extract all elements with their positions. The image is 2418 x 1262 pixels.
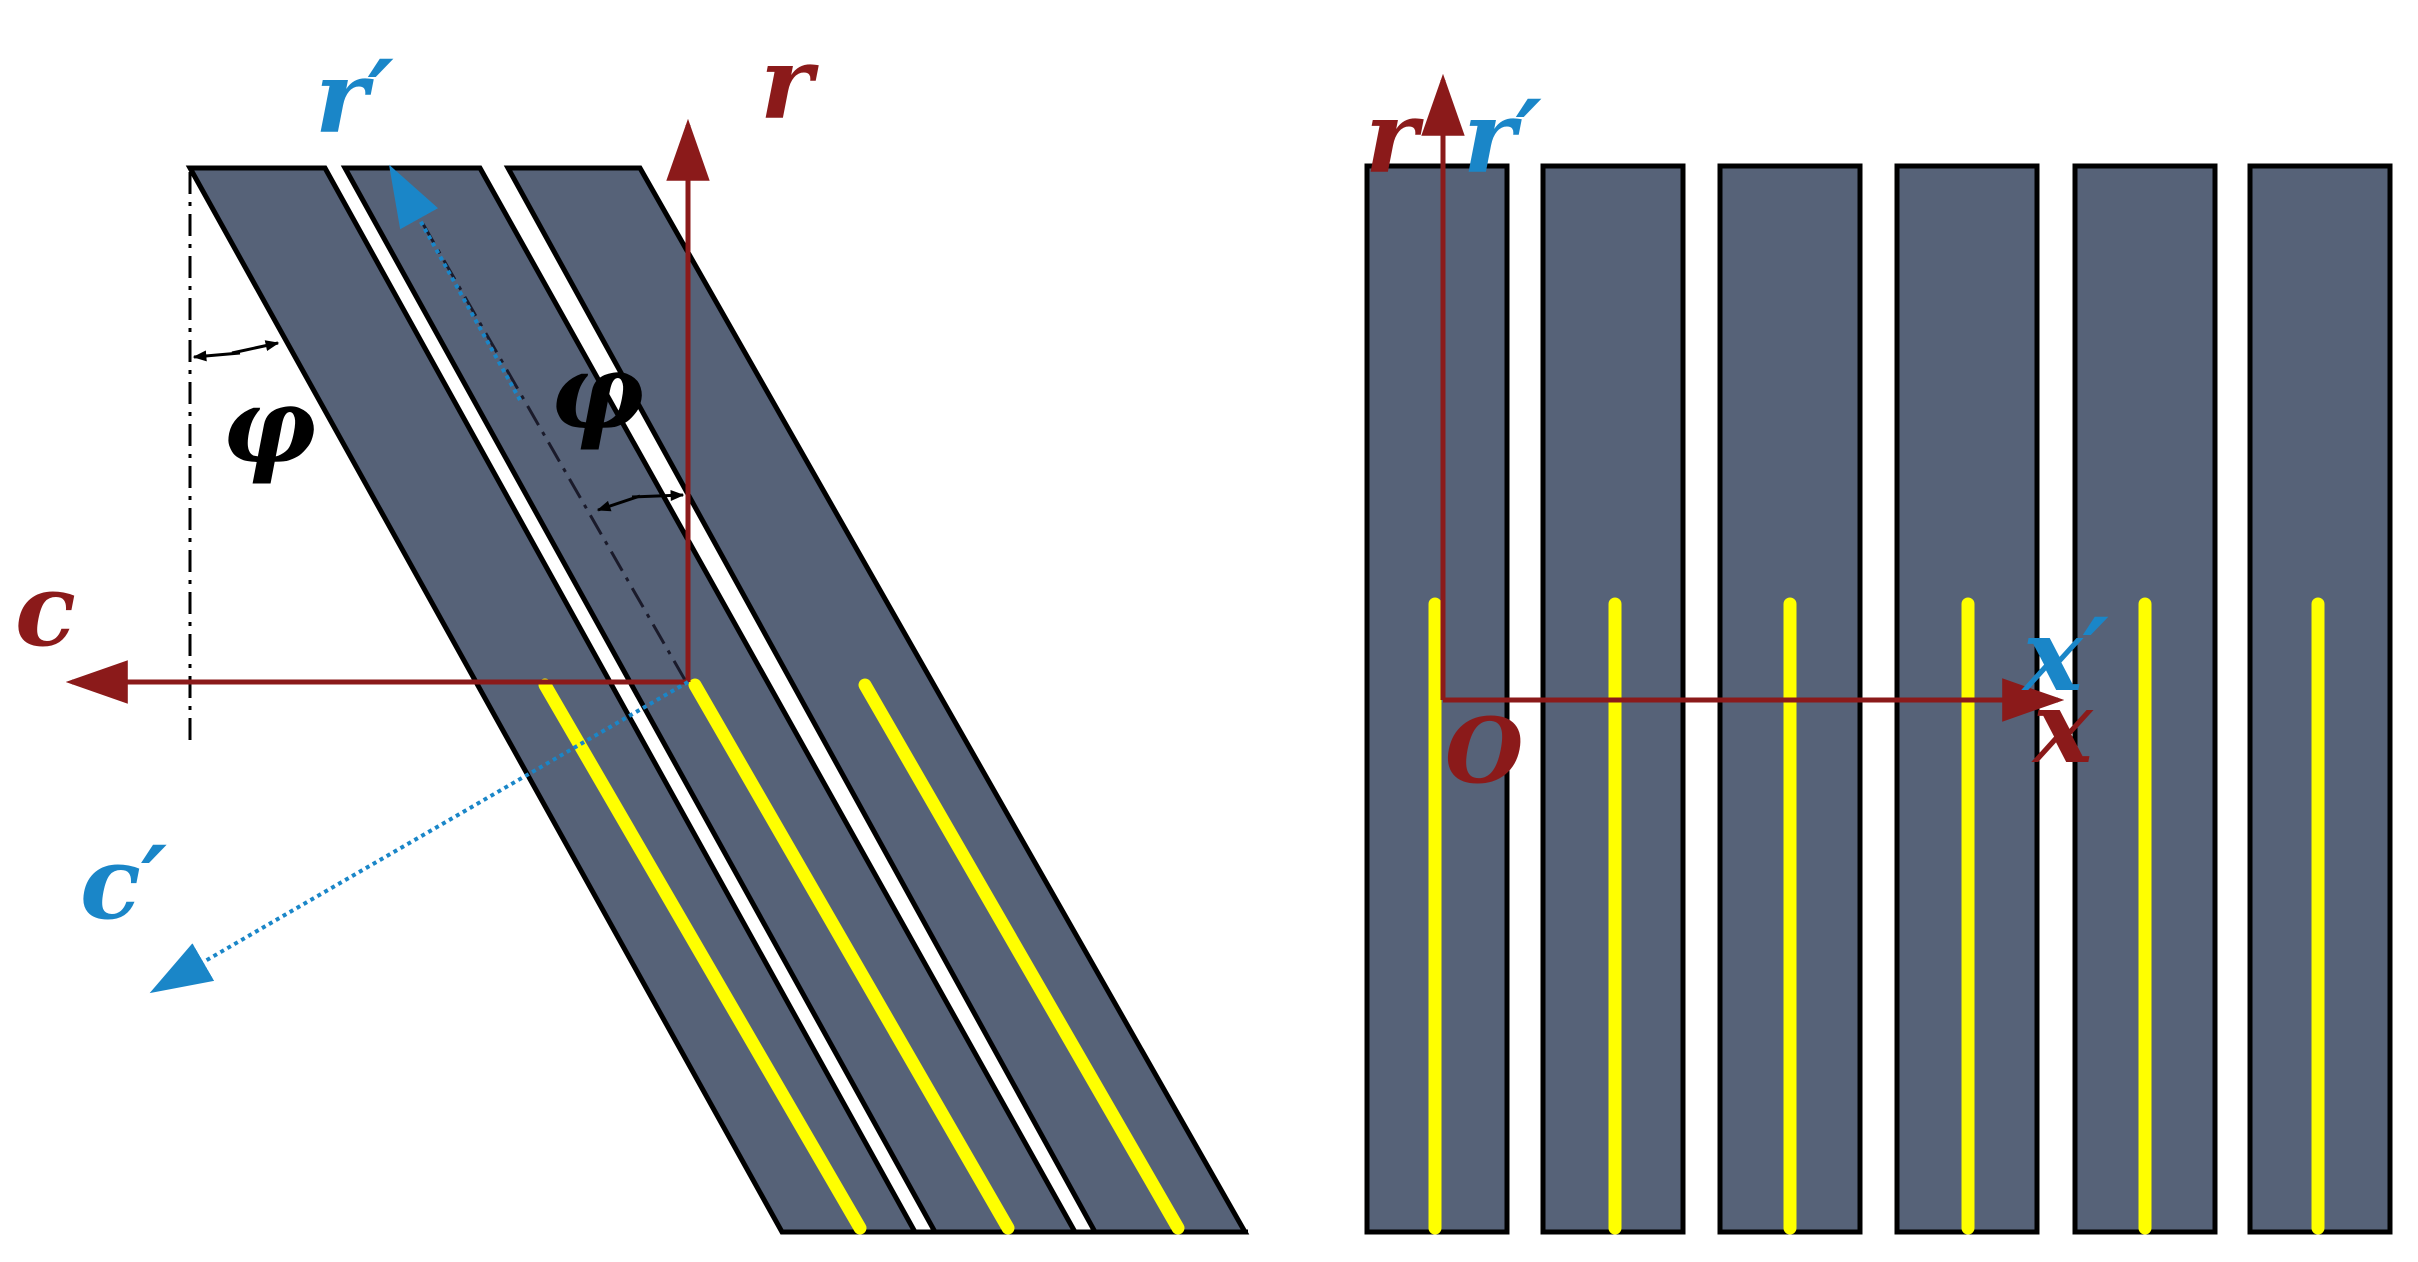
phi-inner-arrow-right bbox=[631, 489, 685, 501]
c-label-left: c bbox=[15, 551, 76, 669]
r-prime-label-left: r′ bbox=[315, 38, 394, 156]
r-prime-label-right: r′ bbox=[1463, 78, 1542, 196]
r-prime-dashdot-line bbox=[413, 209, 687, 681]
yellow-line-left-1 bbox=[538, 678, 867, 1235]
r-label-left: r bbox=[760, 24, 819, 142]
c-prime-axis-arrow bbox=[149, 680, 690, 994]
r-label-right: r bbox=[1365, 78, 1424, 196]
right-panel: r r′ x′ x O bbox=[1364, 73, 2393, 1235]
x-label-right: x bbox=[2031, 668, 2094, 786]
phi-outer-label: φ bbox=[222, 364, 316, 487]
c-prime-label-left: c′ bbox=[80, 824, 167, 942]
yellow-line-left-3 bbox=[858, 678, 1185, 1235]
origin-label: O bbox=[1445, 698, 1523, 804]
r-prime-axis-arrow bbox=[388, 164, 522, 401]
phi-outer-arrow-right bbox=[231, 340, 280, 355]
yellow-line-left-2 bbox=[688, 678, 1015, 1235]
phi-inner-label: φ bbox=[550, 330, 644, 453]
x-prime-label-right: x′ bbox=[2021, 596, 2109, 714]
left-panel: r r′ c c′ φ φ bbox=[15, 24, 1250, 1235]
